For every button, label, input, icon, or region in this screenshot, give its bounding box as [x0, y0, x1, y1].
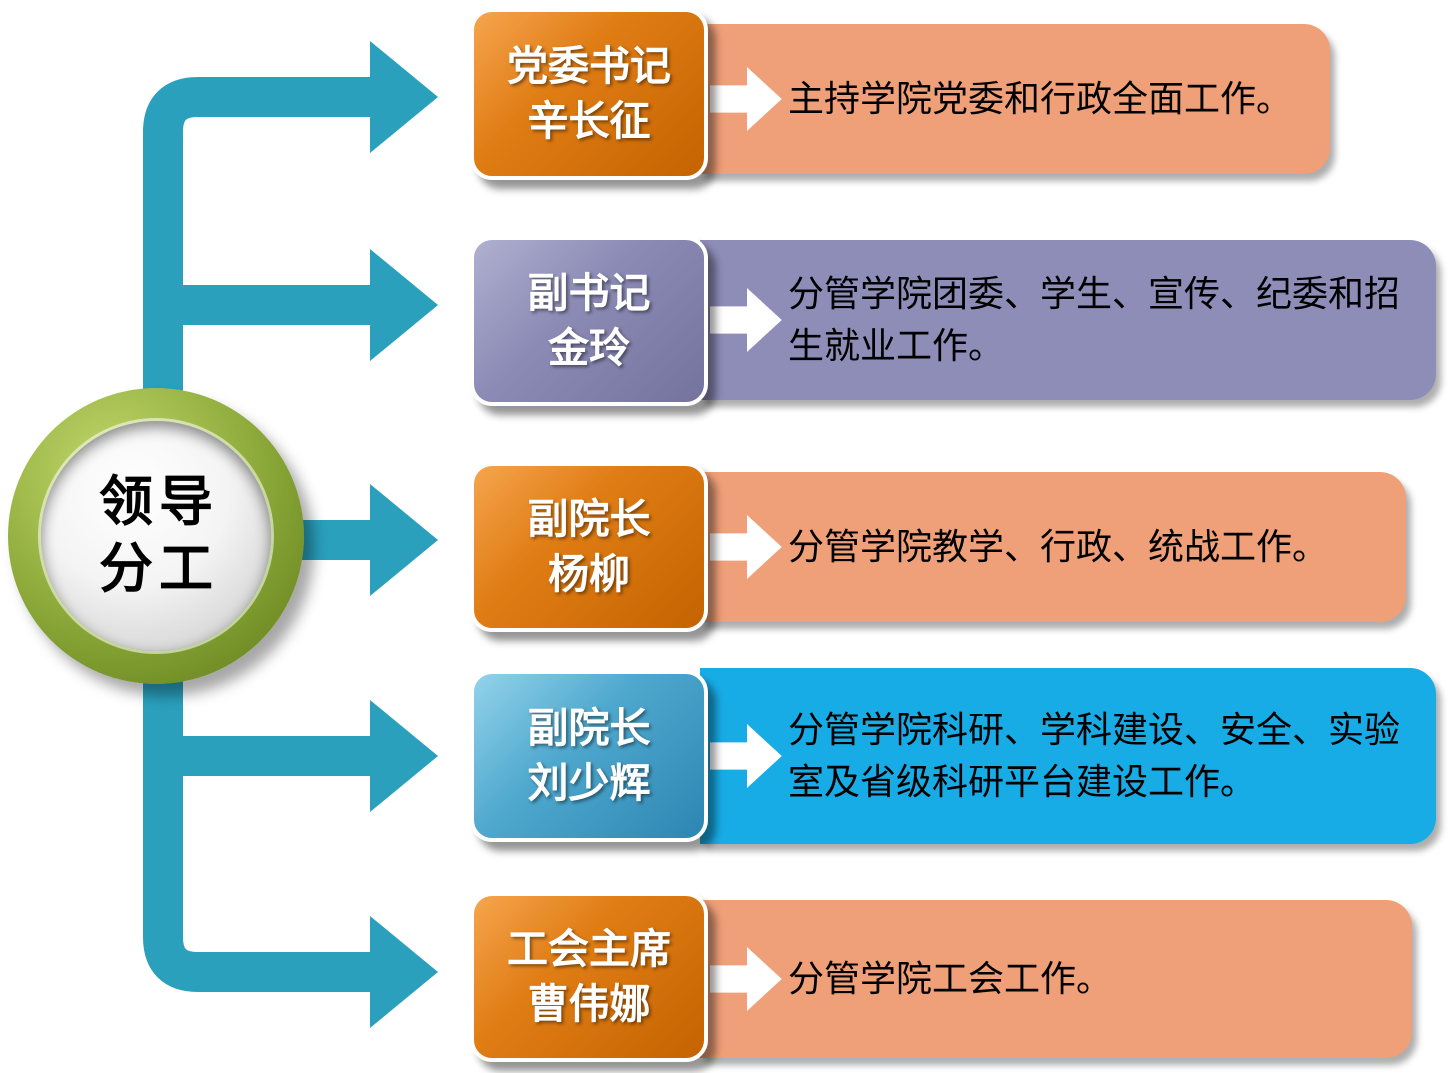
arrowhead-row-4: [370, 700, 438, 812]
arrowhead-row-1: [370, 41, 438, 153]
role-title: 党委书记: [507, 42, 671, 89]
badge-vice-dean-yang: 副院长 杨柳: [470, 462, 708, 632]
banner-vice-dean-yang: 分管学院教学、行政、统战工作。: [700, 472, 1406, 622]
hub-title-line2: 分工: [99, 539, 219, 599]
role-person: 金玲: [548, 325, 630, 371]
badge-union-chair: 工会主席 曹伟娜: [470, 892, 708, 1062]
arrowhead-row-5: [370, 916, 438, 1028]
banner-party-secretary: 主持学院党委和行政全面工作。: [700, 24, 1330, 174]
hub-circle: 领导 分工: [8, 388, 304, 684]
role-title: 副书记: [527, 269, 651, 316]
arrowhead-row-2: [370, 249, 438, 361]
role-person: 辛长征: [527, 98, 651, 144]
role-description: 分管学院团委、学生、宣传、纪委和招生就业工作。: [788, 273, 1401, 366]
role-person: 曹伟娜: [527, 981, 651, 1027]
role-person: 刘少辉: [527, 760, 651, 806]
role-description: 主持学院党委和行政全面工作。: [788, 78, 1293, 119]
banner-union-chair: 分管学院工会工作。: [700, 900, 1412, 1058]
role-person: 杨柳: [548, 551, 630, 597]
badge-vice-dean-liu: 副院长 刘少辉: [470, 670, 708, 842]
branch-bottom-elbow: [143, 540, 374, 992]
arrowhead-row-3: [370, 484, 438, 596]
badge-deputy-secretary: 副书记 金玲: [470, 236, 708, 406]
role-description: 分管学院科研、学科建设、安全、实验室及省级科研平台建设工作。: [788, 709, 1401, 802]
role-description: 分管学院教学、行政、统战工作。: [788, 526, 1329, 567]
banner-deputy-secretary: 分管学院团委、学生、宣传、纪委和招生就业工作。: [700, 240, 1436, 400]
role-description: 分管学院工会工作。: [788, 958, 1113, 999]
hub-title-line1: 领导: [99, 471, 219, 532]
role-title: 副院长: [527, 495, 651, 542]
hub-inner-disc: 领导 分工: [41, 421, 271, 651]
banner-vice-dean-liu: 分管学院科研、学科建设、安全、实验室及省级科研平台建设工作。: [700, 668, 1436, 844]
role-title: 副院长: [527, 704, 651, 751]
branch-top-elbow: [143, 77, 374, 540]
badge-party-secretary: 党委书记 辛长征: [470, 8, 708, 180]
role-title: 工会主席: [507, 925, 671, 972]
